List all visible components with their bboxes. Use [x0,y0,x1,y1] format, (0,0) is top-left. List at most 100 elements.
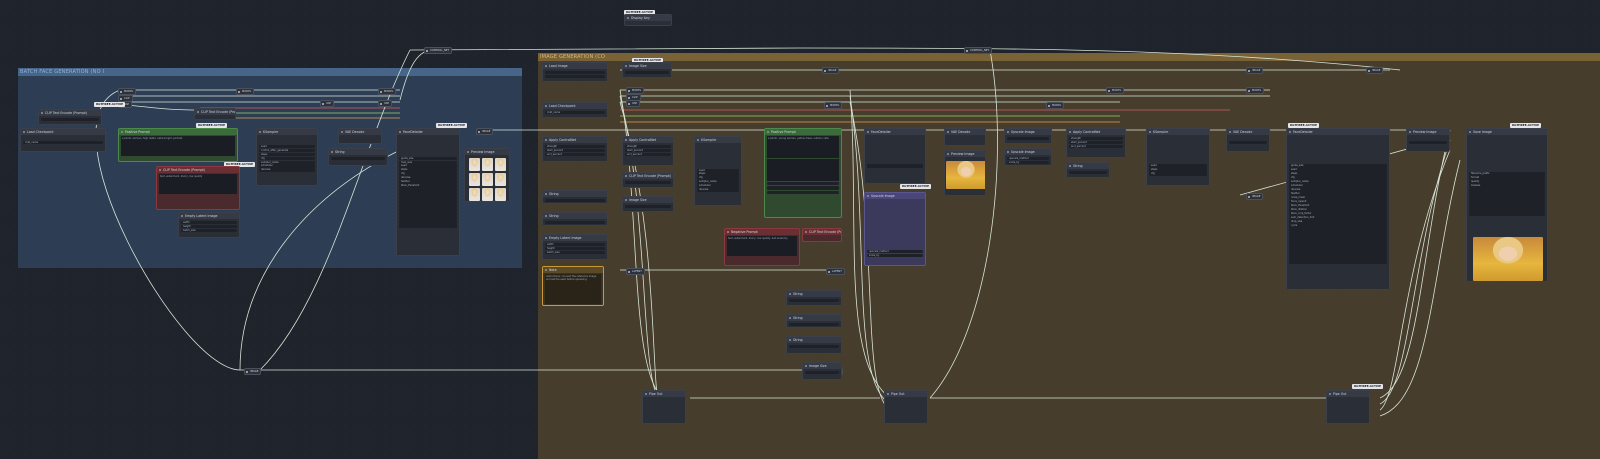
node-face-detailer-pipe[interactable]: FaceDetailer [864,128,926,184]
start-percent-field[interactable]: start_percent [625,148,671,152]
reroute-model[interactable]: MODEL [1246,87,1265,94]
reroute-model[interactable]: MODEL [378,88,397,95]
node-upscale-image-by[interactable]: Upscale Image [1004,128,1052,144]
node-image-size[interactable]: Image Size [802,362,842,380]
seed-field[interactable]: seed [697,168,739,172]
cfg-field[interactable]: cfg [697,176,739,180]
node-load-checkpoint[interactable]: Load Checkpoint ckpt_name [20,128,106,152]
node-apply-controlnet[interactable]: Apply ControlNet strength start_percent … [622,136,674,166]
scale-by-field[interactable]: scale_by [867,253,923,258]
node-pipe-out[interactable]: Pipe Out [884,390,928,424]
node-string[interactable]: String [542,212,608,226]
node-clip-set-last-layer[interactable]: CLIP Text Encode (Prompt) [38,109,102,125]
reroute-vae[interactable]: VAE [378,100,393,107]
lossless-field[interactable]: lossless [1469,184,1545,188]
batch-size-field[interactable]: batch_size [181,228,237,232]
steps-field[interactable]: steps [697,172,739,176]
preview-thumbnail[interactable] [482,188,493,201]
denoise-field[interactable]: denoise [697,188,739,192]
end-percent-field[interactable]: end_percent [1069,144,1123,148]
preview-thumbnail[interactable] [482,173,493,186]
guide-size-field[interactable]: guide_size [1289,164,1387,168]
node-vae-decode[interactable]: VAE Decode [1226,128,1270,152]
strength-field[interactable]: strength [625,144,671,148]
upscale-method-field[interactable]: upscale_method [1007,156,1049,160]
node-ksampler[interactable]: KSampler seed steps cfg [1146,128,1210,186]
node-string[interactable]: String [328,148,388,166]
node-negative-prompt[interactable]: Negative Prompt text, watermark, blurry,… [724,228,800,266]
seed-field[interactable]: seed [259,144,315,148]
sampler-field[interactable]: sampler_name [1289,180,1387,184]
prompt-textarea[interactable] [767,159,839,181]
preview-thumbnail[interactable] [495,173,506,186]
reroute-model[interactable]: MODEL [118,88,137,95]
strength-field[interactable]: strength [1069,136,1123,140]
reroute-model[interactable]: MODEL [236,88,255,95]
denoise-field[interactable]: denoise [399,176,457,180]
negative-textarea[interactable]: text, watermark, blurry, low quality [159,174,237,194]
prompt-textarea[interactable]: a photo, young woman, yellow dress, outd… [767,136,839,158]
reroute-model[interactable]: MODEL [1046,102,1065,109]
node-string[interactable]: String [1066,162,1110,178]
reroute-image[interactable]: IMAGE [1366,67,1384,74]
cycle-field[interactable]: cycle [1289,224,1387,228]
end-percent-field[interactable]: end_percent [625,152,671,156]
width-field[interactable]: width [181,220,237,224]
node-image-size[interactable]: Image Size [622,196,674,212]
seed-field[interactable]: seed [1149,164,1207,168]
node-display-any[interactable]: Display Any [624,14,672,26]
preview-thumbnail[interactable] [469,173,480,186]
node-save-image[interactable]: Save Image filename_prefix format qualit… [1466,128,1548,282]
node-face-detailer[interactable]: FaceDetailer guide_size max_size seed st… [396,128,460,256]
preview-thumbnail[interactable] [469,188,480,201]
cfg-field[interactable]: cfg [259,156,315,160]
note-text[interactable]: Instructions: connect the reference imag… [545,274,601,304]
node-empty-latent[interactable]: Empty Latent Image width height batch_si… [178,212,240,238]
preview-thumbnail[interactable] [495,188,506,201]
control-after-generate-field[interactable]: control_after_generate [259,148,315,152]
bbox-dilation-field[interactable]: bbox_dilation [1289,208,1387,212]
cfg-field[interactable]: cfg [399,172,457,176]
seed-field[interactable]: seed [1289,168,1387,172]
node-image-size[interactable]: Image Size [622,62,672,78]
reroute-control-net[interactable]: CONTROL_NET [964,47,993,54]
node-negative-prompt[interactable]: CLIP Text Encode (Prompt) text, watermar… [156,166,240,210]
node-load-checkpoint[interactable]: Load Checkpoint ckpt_name [542,102,608,118]
reroute-latent[interactable]: LATENT [826,268,845,275]
steps-field[interactable]: steps [1289,172,1387,176]
reroute-model[interactable]: MODEL [1106,87,1125,94]
reroute-vae[interactable]: VAE [320,100,335,107]
node-upscale-image[interactable]: Upscale Image upscale_method scale_by [864,192,926,266]
end-percent-field[interactable]: end_percent [545,152,605,156]
group-image-generation[interactable]: IMAGE GENERATION (CO [538,53,1600,459]
negative-textarea[interactable]: text, watermark, blurry, low quality, ba… [727,236,797,256]
guide-size-field[interactable]: guide_size [399,156,457,160]
node-clip-text-encode[interactable]: CLIP Text Encode (Prompt) [802,228,842,242]
seed-field[interactable]: seed [399,164,457,168]
node-load-image[interactable]: Load Image [542,62,608,82]
node-string[interactable]: String [786,314,842,328]
preview-thumbnail[interactable] [482,158,493,171]
denoise-field[interactable]: denoise [1289,188,1387,192]
node-ksampler[interactable]: KSampler seed steps cfg sampler_name sch… [694,136,742,206]
height-field[interactable]: height [545,246,605,250]
strength-field[interactable]: strength [545,144,605,148]
bbox-threshold-field[interactable]: bbox_threshold [1289,204,1387,208]
node-pipe-out[interactable]: Pipe Out [1326,390,1370,424]
reroute-image[interactable]: IMAGE [1246,67,1264,74]
reroute-image[interactable]: IMAGE [476,128,494,135]
node-positive-prompt[interactable]: Positive Prompt a photo, woman, high det… [118,128,238,162]
format-field[interactable]: format [1469,176,1545,180]
sam-detection-hint-field[interactable]: sam_detection_hint [1289,216,1387,220]
scheduler-field[interactable]: scheduler [697,184,739,188]
force-inpaint-field[interactable]: force_inpaint [1289,200,1387,204]
steps-field[interactable]: steps [1149,168,1207,172]
reroute-latent[interactable]: LATENT [626,268,645,275]
preview-thumbnail[interactable] [469,158,480,171]
node-vae-decode[interactable]: VAE Decode [338,128,382,144]
noise-mask-field[interactable]: noise_mask [1289,196,1387,200]
node-positive-prompt[interactable]: Positive Prompt a photo, young woman, ye… [764,128,842,218]
node-clip-text-encode[interactable]: CLIP Text Encode (Prompt) [194,108,236,120]
preview-image[interactable] [946,161,985,189]
